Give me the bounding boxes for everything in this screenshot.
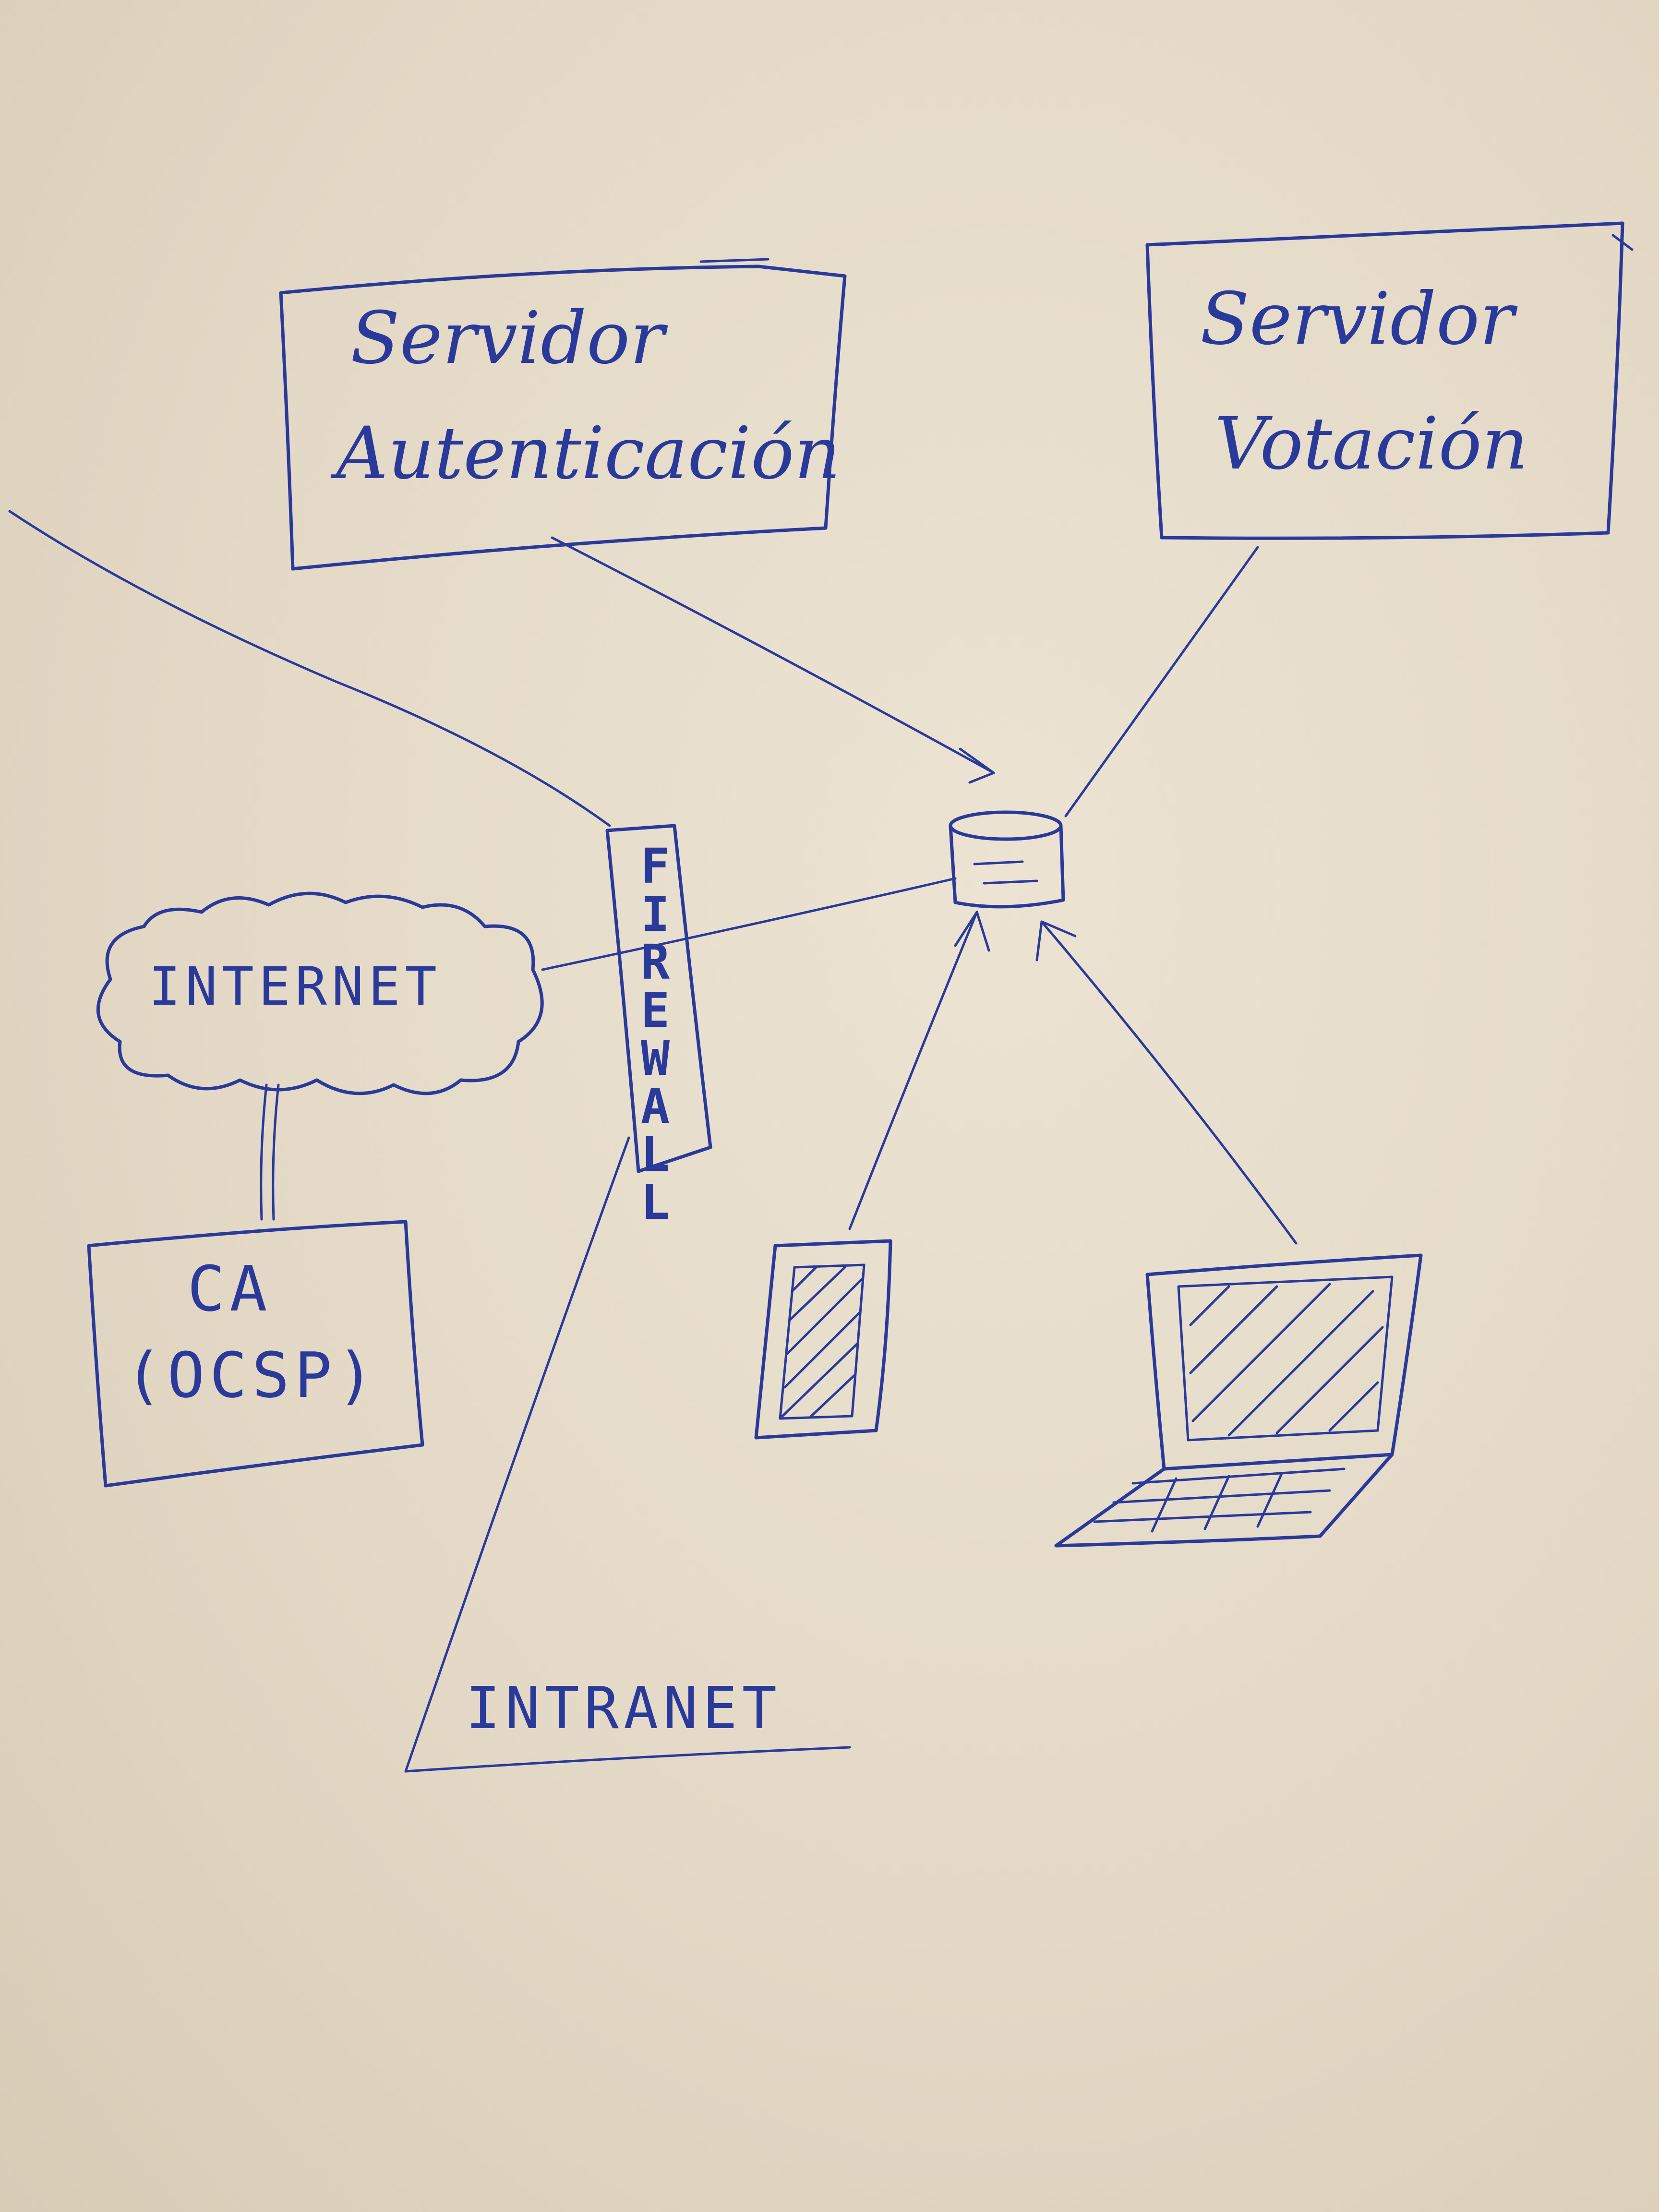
smartphone-icon: [754, 1239, 892, 1440]
link-auth-router: [551, 536, 995, 774]
ca-title: CA: [187, 1252, 272, 1325]
cloud-icon: [96, 891, 544, 1095]
intranet-label: INTRANET: [466, 1675, 781, 1742]
firewall-letter: I: [640, 886, 670, 942]
firewall-letter: F: [640, 838, 670, 894]
link-laptop-router: [1040, 920, 1298, 1245]
intranet-boundary: [404, 1136, 851, 1773]
firewall-letter: A: [640, 1078, 670, 1134]
firewall-letter: W: [640, 1030, 670, 1086]
link-phone-router: [848, 911, 978, 1230]
auth-server-title: Servidor: [350, 297, 664, 380]
link-vote-router: [1064, 546, 1259, 817]
ca-subtitle: (OCSP): [125, 1339, 379, 1412]
router-icon: [949, 810, 1065, 909]
firewall-box: [605, 824, 712, 1173]
firewall-letter: E: [640, 982, 670, 1038]
link-internet-router: [541, 877, 957, 971]
ca-box: [87, 1220, 424, 1488]
firewall-letter: L: [640, 1174, 670, 1230]
internet-label: INTERNET: [149, 956, 442, 1017]
laptop-icon: [1054, 1253, 1423, 1548]
firewall-letter: L: [640, 1126, 670, 1182]
firewall-letter: R: [640, 934, 670, 990]
vote-server-title: Servidor: [1200, 277, 1514, 361]
auth-server-box: [279, 258, 847, 571]
vote-server-subtitle: Votación: [1214, 402, 1528, 486]
auth-server-subtitle: Autenticación: [336, 412, 841, 495]
link-internet-ca: [260, 1083, 280, 1221]
vote-server-box: [1145, 221, 1634, 540]
internet-boundary-curve: [8, 510, 611, 827]
